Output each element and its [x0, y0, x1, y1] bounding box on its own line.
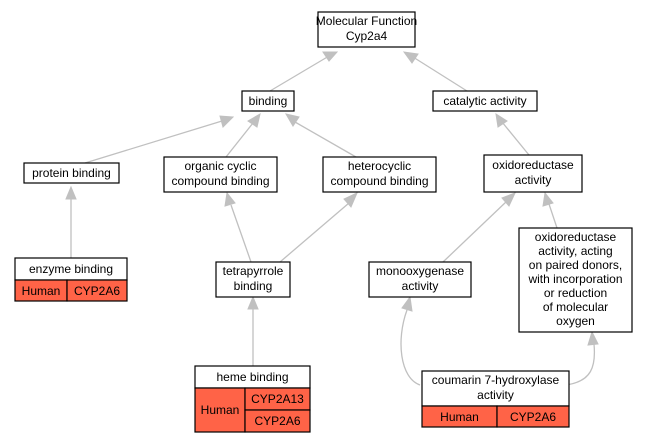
arrowhead-coumarin-to-paired: [587, 330, 599, 346]
species-label: Human: [440, 410, 479, 424]
edge-protein-to-binding: [84, 120, 223, 164]
arrowhead-organic-to-binding: [247, 112, 261, 128]
node-organic-cyclic-compound-binding[interactable]: organic cyclic compound binding: [163, 156, 278, 193]
node-oxidoreductase-activity[interactable]: oxidoreductase activity: [483, 154, 583, 193]
arrowhead-coumarin-to-monooxygenase: [401, 295, 413, 312]
node-label-line: tetrapyrrole: [223, 264, 284, 278]
node-label-line: Molecular Function: [316, 14, 417, 28]
node-label-line: activity: [402, 279, 439, 293]
node-label-line: binding: [249, 94, 288, 108]
node-heme-binding[interactable]: heme binding Human CYP2A13 CYP2A6: [194, 365, 311, 433]
arrowhead-catalytic-to-root: [402, 51, 419, 64]
edge-oxidoreductase-to-catalytic: [501, 121, 530, 156]
arrowhead-tetrapyrrole-to-organic: [224, 191, 236, 207]
node-label-line: compound binding: [171, 174, 269, 188]
node-molecular-function[interactable]: Molecular Function Cyp2a4: [316, 11, 417, 48]
species-label: Human: [22, 284, 61, 298]
arrowhead-paired-to-oxidoreductase: [542, 191, 554, 207]
species-cell: [194, 387, 246, 433]
node-label-line: enzyme binding: [29, 262, 113, 276]
arrowhead-protein-to-binding: [219, 115, 235, 128]
node-label-line: of molecular: [543, 300, 608, 314]
arrowhead-enzyme-to-protein: [65, 185, 77, 200]
node-label-line: on paired donors,: [529, 258, 622, 272]
edge-coumarin-to-monooxygenase: [400, 309, 421, 386]
gene-cell: [244, 409, 311, 433]
gene-label: CYP2A13: [251, 392, 304, 406]
node-label-line: monooxygenase: [376, 264, 464, 278]
arrowhead-oxidoreductase-to-catalytic: [495, 112, 508, 128]
edge-paired-to-oxidoreductase: [548, 203, 558, 229]
edges: [65, 51, 599, 386]
arrowhead-binding-to-root: [322, 51, 339, 62]
node-label-line: oxidoreductase: [492, 158, 574, 172]
gene-cell: [66, 279, 128, 302]
node-label-line: Cyp2a4: [346, 29, 388, 43]
node-label-line: heme binding: [216, 370, 288, 384]
node-heterocyclic-compound-binding[interactable]: heterocyclic compound binding: [322, 156, 437, 193]
node-coumarin-7-hydroxylase-activity[interactable]: coumarin 7-hydroxylase activity Human CY…: [421, 370, 570, 428]
gene-label: CYP2A6: [254, 414, 300, 428]
node-enzyme-binding[interactable]: enzyme binding Human CYP2A6: [14, 257, 128, 302]
node-label-line: protein binding: [32, 166, 111, 180]
node-label-line: activity: [515, 173, 552, 187]
gene-label: CYP2A6: [74, 284, 120, 298]
node-label-line: oxygen: [556, 314, 595, 328]
node-binding[interactable]: binding: [241, 90, 295, 112]
edge-monooxygenase-to-oxidoreductase: [442, 200, 508, 263]
node-label-line: organic cyclic: [184, 159, 256, 173]
node-catalytic-activity[interactable]: catalytic activity: [432, 90, 538, 112]
edge-binding-to-root: [269, 55, 330, 92]
edge-heterocyclic-to-binding: [294, 121, 357, 158]
edge-tetrapyrrole-to-heterocyclic: [279, 202, 350, 263]
edge-organic-to-binding: [225, 122, 254, 158]
node-label-line: oxidoreductase: [535, 230, 617, 244]
node-label-line: coumarin 7-hydroxylase: [432, 373, 560, 387]
node-label-line: with incorporation: [527, 272, 622, 286]
arrowhead-monooxygenase-to-oxidoreductase: [501, 192, 516, 207]
node-oxidoreductase-paired-donors[interactable]: oxidoreductase activity, acting on paire…: [518, 227, 633, 333]
arrowhead-tetrapyrrole-to-heterocyclic: [343, 192, 358, 208]
node-label-line: activity, acting: [538, 244, 612, 258]
node-label-line: compound binding: [330, 174, 428, 188]
edge-tetrapyrrole-to-organic: [230, 204, 252, 263]
edge-catalytic-to-root: [412, 56, 468, 92]
arrowhead-heme-to-tetrapyrrole: [247, 295, 259, 310]
arrowhead-heterocyclic-to-binding: [284, 113, 300, 127]
node-label-line: or reduction: [544, 286, 607, 300]
node-label-line: catalytic activity: [443, 94, 526, 108]
gene-label: CYP2A6: [510, 410, 556, 424]
node-tetrapyrrole-binding[interactable]: tetrapyrrole binding: [215, 261, 291, 298]
node-label-line: binding: [234, 279, 273, 293]
node-label-line: activity: [477, 388, 514, 402]
node-label-line: heterocyclic: [348, 159, 411, 173]
node-protein-binding[interactable]: protein binding: [23, 162, 120, 184]
edge-coumarin-to-paired: [564, 343, 596, 386]
node-monooxygenase-activity[interactable]: monooxygenase activity: [368, 261, 472, 298]
species-label: Human: [201, 403, 240, 417]
gene-cell: [496, 405, 570, 428]
